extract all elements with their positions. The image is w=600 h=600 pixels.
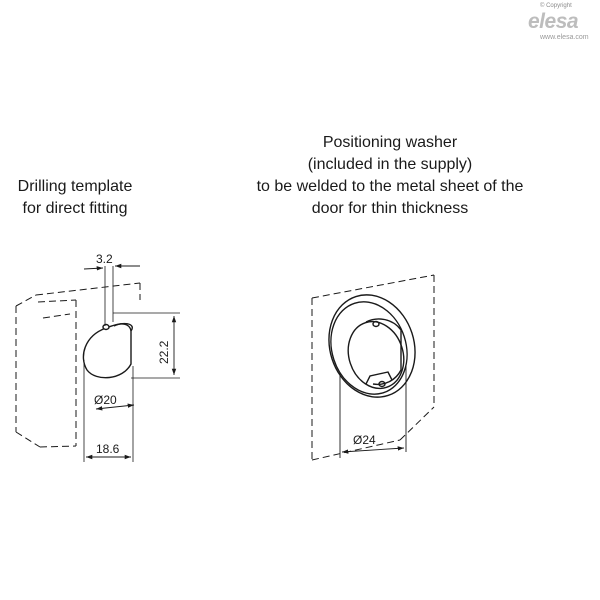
caption-line: door for thin thickness xyxy=(311,200,469,217)
dim-hole-diameter-label: Ø20 xyxy=(94,393,117,407)
dim-height-label: 22.2 xyxy=(157,340,171,364)
logo-brand: elesa xyxy=(528,10,579,33)
caption-line: Positioning washer xyxy=(322,134,458,151)
extension-lines xyxy=(83,266,180,462)
drilled-hole xyxy=(82,322,133,379)
dim-width-label: 18.6 xyxy=(96,442,120,456)
caption-line: (included in the supply) xyxy=(307,156,473,173)
drilling-template-drawing xyxy=(15,263,180,462)
elesa-logo: © Copyright elesa www.elesa.com xyxy=(528,3,596,47)
positioning-washer-caption: Positioning washer (included in the supp… xyxy=(240,132,540,220)
drilling-template-caption: Drilling template for direct fitting xyxy=(0,176,150,220)
door-sheet-outline xyxy=(311,274,435,461)
dimension-lines xyxy=(83,263,177,460)
positioning-washer-drawing xyxy=(311,274,435,461)
dim-washer-diameter-label: Ø24 xyxy=(353,433,376,447)
logo-url: www.elesa.com xyxy=(540,34,589,41)
washer xyxy=(328,294,416,398)
dim-flat-offset-label: 3.2 xyxy=(96,252,113,266)
caption-line: Drilling template xyxy=(17,178,133,195)
logo-copyright: © Copyright xyxy=(540,3,572,9)
washer-dimension xyxy=(339,364,407,458)
caption-line: to be welded to the metal sheet of the xyxy=(256,178,524,195)
caption-line: for direct fitting xyxy=(22,200,128,217)
door-panel-outline xyxy=(15,282,141,448)
